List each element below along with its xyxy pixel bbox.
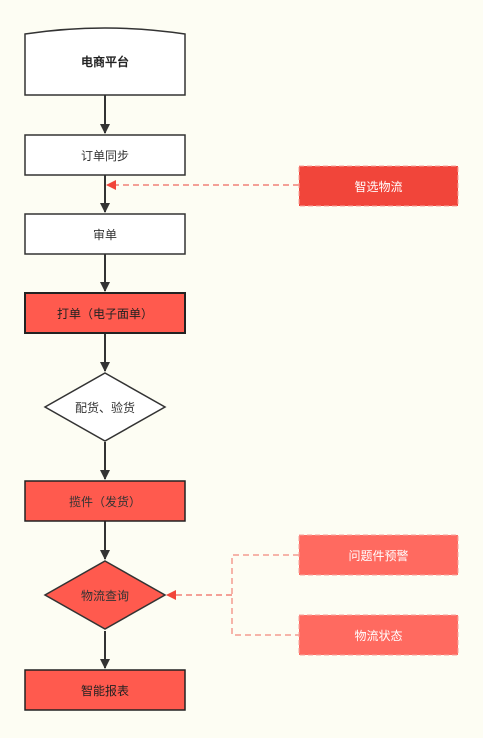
node-pick-check: 配货、验货 [43, 372, 167, 442]
side-node-logistics-status: 物流状态 [298, 614, 459, 656]
node-review: 审单 [24, 213, 186, 255]
connector-side-bracket [231, 554, 299, 636]
side-node-logistics-status-label: 物流状态 [354, 629, 402, 643]
node-review-label: 审单 [93, 227, 117, 242]
node-platform: 电商平台 [24, 27, 186, 96]
side-node-smart-logistics-label: 智选物流 [354, 179, 402, 194]
node-print-label: 打单（电子面单） [57, 307, 153, 321]
node-print: 打单（电子面单） [24, 292, 186, 334]
node-pick-check-label: 配货、验货 [75, 400, 135, 415]
node-report: 智能报表 [24, 669, 186, 711]
node-tracking-label: 物流查询 [81, 589, 129, 603]
side-node-issue-alert-label: 问题件预警 [348, 548, 408, 563]
node-pickup-label: 揽件（发货） [69, 494, 141, 509]
node-order-sync-label: 订单同步 [81, 149, 129, 163]
node-pickup: 揽件（发货） [24, 480, 186, 522]
side-node-issue-alert: 问题件预警 [298, 534, 459, 576]
node-tracking: 物流查询 [43, 560, 167, 630]
node-platform-label: 电商平台 [81, 54, 129, 69]
side-node-smart-logistics: 智选物流 [298, 165, 459, 207]
node-report-label: 智能报表 [81, 683, 129, 698]
node-order-sync: 订单同步 [24, 134, 186, 176]
